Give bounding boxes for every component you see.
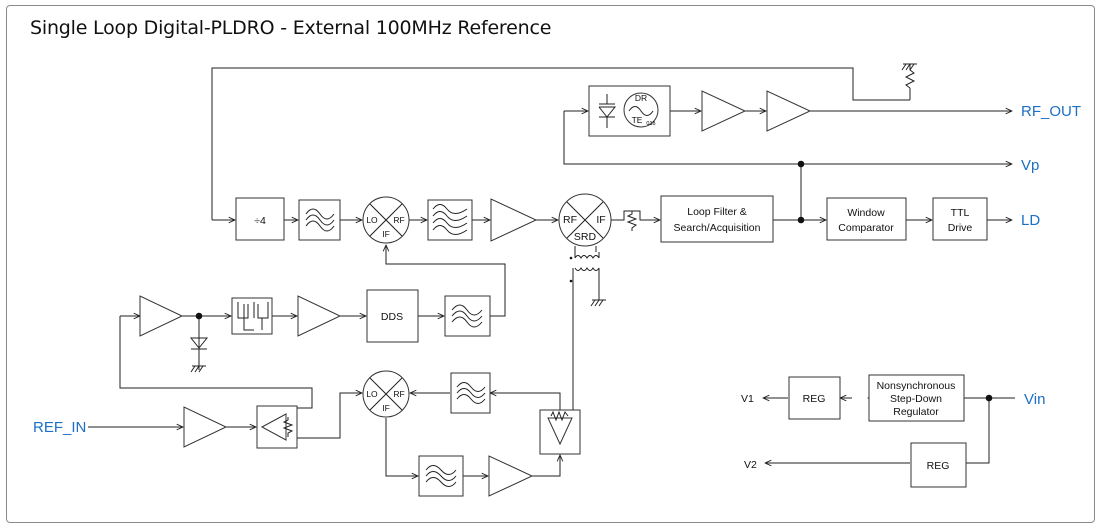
dro-te-label: TE <box>632 115 643 125</box>
mixer1-if-label: IF <box>382 229 390 239</box>
nonsync-regulator-block: Nonsynchronous Step-Down Regulator <box>868 374 965 422</box>
lowpass-filter-mix2-if <box>418 455 464 497</box>
dds-amplifier <box>297 295 342 337</box>
mixer2-lo-label: LO <box>366 389 378 399</box>
dro-te-sub-label: 01δ <box>646 121 655 127</box>
mixer2-rf-label: RF <box>393 389 404 399</box>
ttl-drive-block: TTL Drive <box>932 197 988 241</box>
mixer1-lo-label: LO <box>366 215 378 225</box>
dro-block: DR TE 01δ <box>588 85 671 137</box>
if-amplifier <box>488 455 534 497</box>
rfout-amplifier-2 <box>766 90 812 132</box>
if-termination-resistor <box>626 211 638 231</box>
window-label-1: Window <box>847 207 885 219</box>
lowpass-filter-mix2-rf <box>450 372 491 414</box>
nonsync-label-2: Step-Down <box>890 393 942 405</box>
vp-label: Vp <box>1021 157 1039 174</box>
pll-amplifier <box>490 198 538 242</box>
rf-out-label: RF_OUT <box>1021 103 1081 120</box>
rfout-amplifier-1 <box>701 90 747 132</box>
saw-filter <box>231 297 273 335</box>
loop-filter-label-2: Search/Acquisition <box>674 222 761 234</box>
window-label-2: Comparator <box>838 222 894 234</box>
reg2-label: REG <box>927 460 950 472</box>
loop-filter-block: Loop Filter & Search/Acquisition <box>660 195 774 243</box>
vin-label: Vin <box>1024 391 1045 408</box>
reg-block-1: REG <box>788 376 841 420</box>
dro-dr-label: DR <box>635 93 647 103</box>
diagram-title: Single Loop Digital-PLDRO - External 100… <box>30 17 552 39</box>
ttl-label-2: Drive <box>948 222 973 234</box>
ttl-label-1: TTL <box>951 207 970 219</box>
srd-driver-block <box>539 409 581 455</box>
nonsync-label-3: Regulator <box>893 406 939 418</box>
ref-in-label: REF_IN <box>33 419 86 436</box>
divider-label: ÷4 <box>254 215 266 227</box>
srd-rf-label: RF <box>563 214 577 226</box>
lowpass-filter-dds <box>444 295 491 337</box>
lowpass-filter-1 <box>298 199 341 241</box>
window-comparator-block: Window Comparator <box>826 197 907 241</box>
srd-label: SRD <box>574 231 597 243</box>
diagram-frame <box>6 5 1095 523</box>
mixer2-if-label: IF <box>382 403 390 413</box>
shunt-diode <box>189 337 209 373</box>
output-coupler-termination <box>901 63 917 89</box>
srd-mixer: RF IF SRD <box>558 193 612 247</box>
mixer-2: LO RF IF <box>362 370 410 418</box>
v1-label: V1 <box>741 393 754 405</box>
dds-label: DDS <box>381 311 403 323</box>
srd-transformer <box>569 246 606 307</box>
junction-dots <box>195 160 993 402</box>
v2-label: V2 <box>744 459 757 471</box>
ref-input-amplifier <box>183 406 228 448</box>
loop-filter-label-1: Loop Filter & <box>687 206 747 218</box>
srd-if-label: IF <box>596 214 605 226</box>
bandpass-filter-1 <box>427 199 473 241</box>
ref-buffer-amplifier <box>139 295 184 337</box>
ref-coupler-block <box>256 405 298 449</box>
reg-block-2: REG <box>910 442 967 488</box>
ld-label: LD <box>1021 212 1040 229</box>
dds-block: DDS <box>366 289 419 343</box>
divider-block: ÷4 <box>235 197 285 241</box>
reg1-label: REG <box>803 393 826 405</box>
mixer-1: LO RF IF <box>362 196 410 244</box>
mixer1-rf-label: RF <box>393 215 404 225</box>
nonsync-label-1: Nonsynchronous <box>877 380 956 392</box>
